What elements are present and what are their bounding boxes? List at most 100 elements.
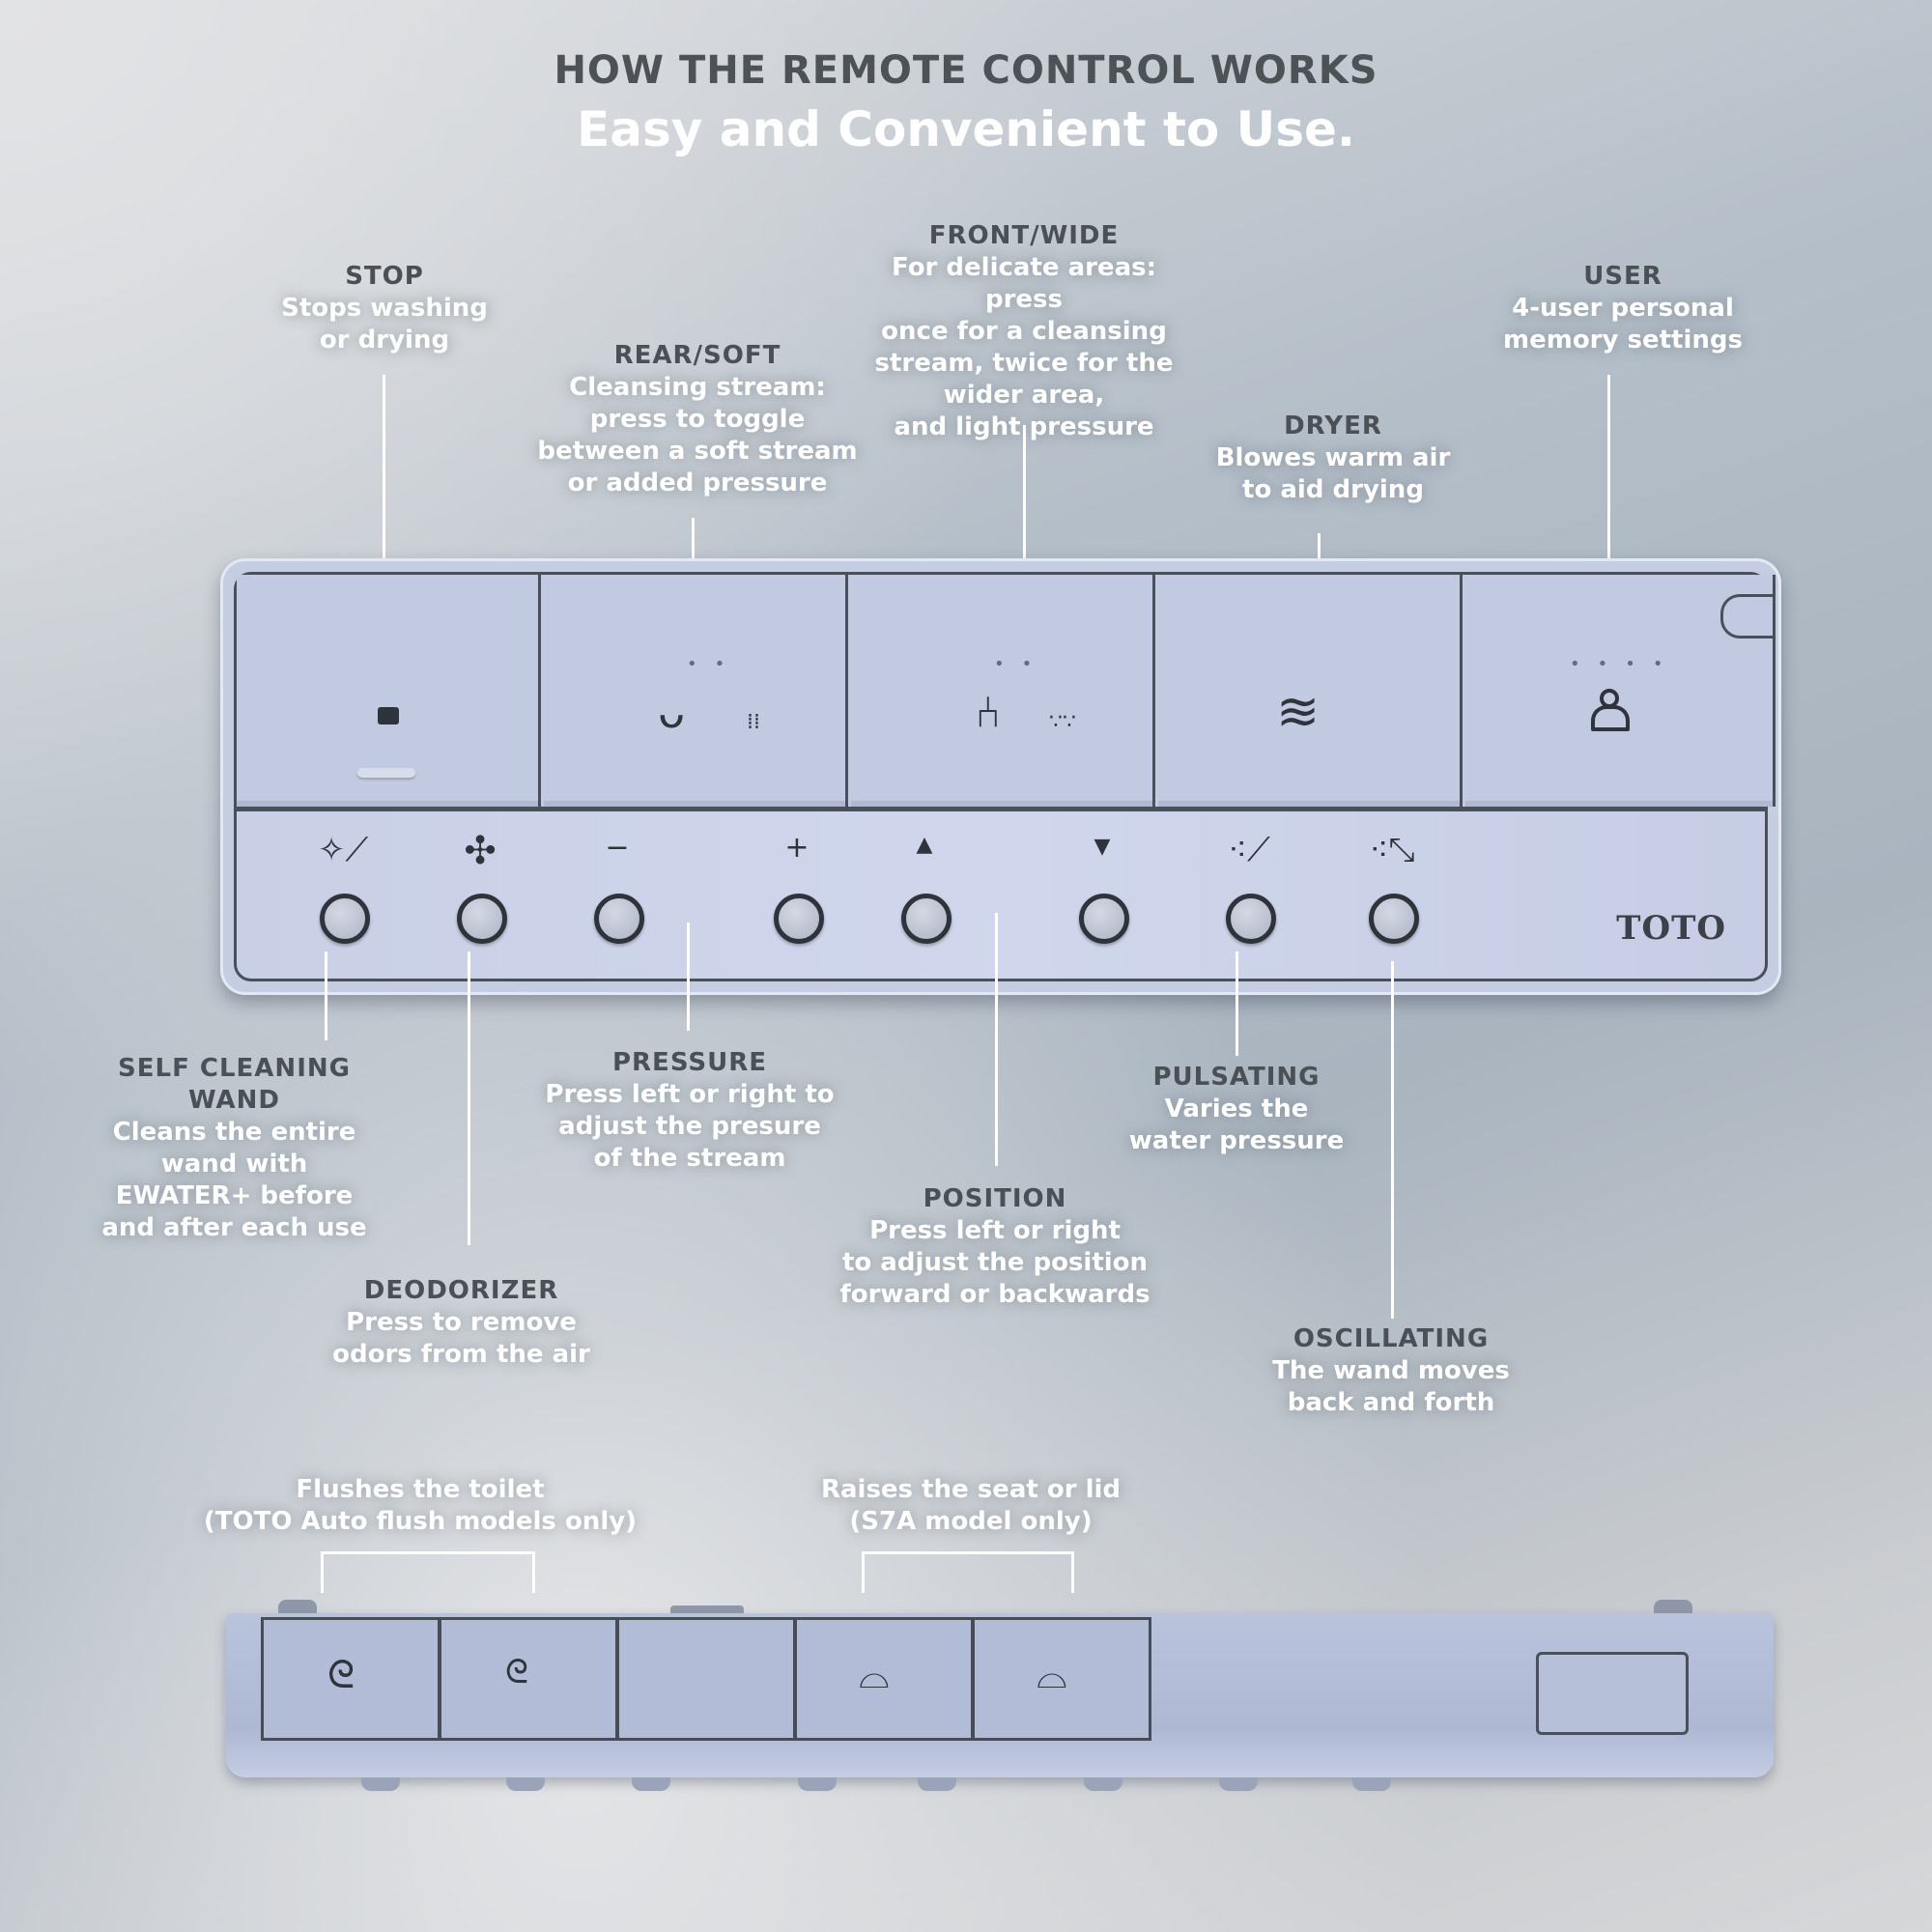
remote-face: •• ᴗ ⁞⁞ •• ⑃ ∵∵ ≋ •••• ✧⟋ ✣ − (234, 572, 1776, 981)
fan-icon: ✣ (464, 829, 497, 873)
stop-button[interactable] (237, 575, 541, 807)
deodorizer-button[interactable] (457, 894, 507, 944)
label-stop: STOP Stops washing or drying (249, 261, 520, 356)
plus-icon: + (784, 831, 810, 865)
label-dryer-desc: Blowes warm air to aid drying (1215, 443, 1451, 504)
pulsating-button[interactable] (1226, 894, 1276, 944)
blank-side-button[interactable] (616, 1617, 796, 1741)
stop-nub (357, 768, 415, 778)
up-arrow-icon: ▲ (916, 833, 933, 857)
label-user-desc: 4-user personal memory settings (1503, 294, 1743, 355)
rear-wash-icon: ᴗ (658, 686, 686, 738)
leader-user (1607, 375, 1610, 614)
label-front-title: FRONT/WIDE (928, 221, 1120, 250)
position-back-button[interactable] (1079, 894, 1129, 944)
flush-bracket (321, 1551, 535, 1593)
foot (632, 1777, 670, 1791)
seat-icon: ⌓ (1037, 1653, 1067, 1697)
user-indicator-dots: •••• (1570, 654, 1681, 674)
leader-self-clean (325, 952, 327, 1040)
flush-light-button[interactable]: ᘓ (439, 1617, 618, 1741)
page-subtitle: Easy and Convenient to Use. (577, 101, 1355, 157)
leader-deodorizer (468, 952, 470, 1245)
minus-icon: − (605, 831, 630, 865)
leader-front (1023, 425, 1026, 624)
label-front-desc: For delicate areas: press once for a cle… (874, 253, 1174, 441)
control-strip: ✧⟋ ✣ − + ▲ ▼ ⁖⟋ ⁖⤡ TOTO (237, 811, 1765, 979)
flush-full-button[interactable]: ᘓ (261, 1617, 440, 1741)
label-flush-desc: Flushes the toilet (TOTO Auto flush mode… (203, 1475, 638, 1536)
oscillating-button[interactable] (1369, 894, 1419, 944)
label-self-cleaning-title: SELF CLEANING WAND (118, 1054, 351, 1115)
raise-bracket (862, 1551, 1074, 1593)
label-deodorizer: DEODORIZER Press to remove odors from th… (319, 1275, 604, 1371)
side-knob-middle (670, 1605, 744, 1613)
front-indicator-dots: •• (994, 654, 1050, 674)
dryer-button[interactable]: ≋ (1158, 575, 1463, 807)
label-deodorizer-desc: Press to remove odors from the air (332, 1308, 590, 1369)
label-raise: Raises the seat or lid (S7A model only) (792, 1474, 1150, 1538)
label-self-cleaning-desc: Cleans the entire wand with EWATER+ befo… (101, 1118, 367, 1242)
pressure-minus-button[interactable] (594, 894, 644, 944)
label-pulsating-title: PULSATING (1152, 1063, 1321, 1092)
label-position: POSITION Press left or right to adjust t… (831, 1183, 1159, 1311)
label-oscillating-title: OSCILLATING (1293, 1324, 1490, 1353)
side-knob-left (278, 1600, 317, 1613)
remote-control: •• ᴗ ⁞⁞ •• ⑃ ∵∵ ≋ •••• ✧⟋ ✣ − (220, 558, 1781, 995)
sensor-tab (1720, 594, 1776, 639)
stop-icon (378, 707, 399, 724)
leader-position (995, 913, 998, 1166)
oscillate-icon: ⁖⤡ (1369, 831, 1415, 869)
wide-stream-icon: ∵∵ (1049, 710, 1076, 734)
position-forward-button[interactable] (901, 894, 952, 944)
foot (1219, 1777, 1258, 1791)
label-front-wide: FRONT/WIDE For delicate areas: press onc… (850, 220, 1198, 443)
label-pressure-title: PRESSURE (611, 1048, 767, 1077)
label-pressure-desc: Press left or right to adjust the presur… (545, 1080, 835, 1173)
label-user-title: USER (1583, 262, 1662, 291)
rear-soft-button[interactable]: •• ᴗ ⁞⁞ (544, 575, 848, 807)
dryer-icon: ≋ (1276, 681, 1321, 742)
remote-side-view: ᘓ ᘓ ⌓ ⌓ (226, 1600, 1774, 1791)
label-position-desc: Press left or right to adjust the positi… (839, 1216, 1151, 1309)
label-user: USER 4-user personal memory settings (1488, 261, 1758, 356)
label-rear-desc: Cleansing stream: press to toggle betwee… (537, 373, 858, 497)
flush-light-icon: ᘓ (505, 1653, 528, 1691)
down-arrow-icon: ▼ (1094, 835, 1111, 859)
label-pulsating-desc: Varies the water pressure (1128, 1094, 1345, 1155)
label-self-cleaning: SELF CLEANING WAND Cleans the entire wan… (97, 1053, 372, 1244)
label-pulsating: PULSATING Varies the water pressure (1111, 1062, 1362, 1157)
side-knob-right (1654, 1600, 1692, 1613)
front-wide-button[interactable]: •• ⑃ ∵∵ (851, 575, 1155, 807)
lid-button[interactable]: ⌓ (794, 1617, 974, 1741)
label-rear-soft: REAR/SOFT Cleansing stream: press to tog… (533, 340, 862, 499)
self-clean-icon: ✧⟋ (317, 831, 369, 869)
button-divider (237, 807, 1765, 811)
label-raise-desc: Raises the seat or lid (S7A model only) (820, 1475, 1122, 1536)
foot (1084, 1777, 1122, 1791)
toto-logo: TOTO (1616, 909, 1726, 948)
label-dryer: DRYER Blowes warm air to aid drying (1198, 411, 1468, 506)
pulsate-icon: ⁖⟋ (1228, 831, 1270, 869)
side-slot (1536, 1652, 1689, 1735)
leader-stop (383, 375, 385, 614)
label-oscillating: OSCILLATING The wand moves back and fort… (1256, 1323, 1526, 1419)
label-dryer-title: DRYER (1284, 412, 1382, 440)
label-stop-desc: Stops washing or drying (281, 294, 488, 355)
foot (798, 1777, 837, 1791)
lid-icon: ⌓ (859, 1653, 890, 1697)
user-icon (1591, 689, 1630, 731)
soft-stream-icon: ⁞⁞ (747, 710, 760, 734)
foot (506, 1777, 545, 1791)
leader-pulsating (1236, 952, 1238, 1056)
leader-oscillating (1391, 961, 1394, 1319)
label-stop-title: STOP (345, 262, 424, 291)
pressure-plus-button[interactable] (774, 894, 824, 944)
flush-full-icon: ᘓ (327, 1653, 355, 1697)
label-flush: Flushes the toilet (TOTO Auto flush mode… (193, 1474, 647, 1538)
self-clean-button[interactable] (320, 894, 370, 944)
foot (918, 1777, 956, 1791)
seat-button[interactable]: ⌓ (972, 1617, 1151, 1741)
label-deodorizer-title: DEODORIZER (363, 1276, 559, 1305)
user-button[interactable]: •••• (1465, 575, 1776, 807)
